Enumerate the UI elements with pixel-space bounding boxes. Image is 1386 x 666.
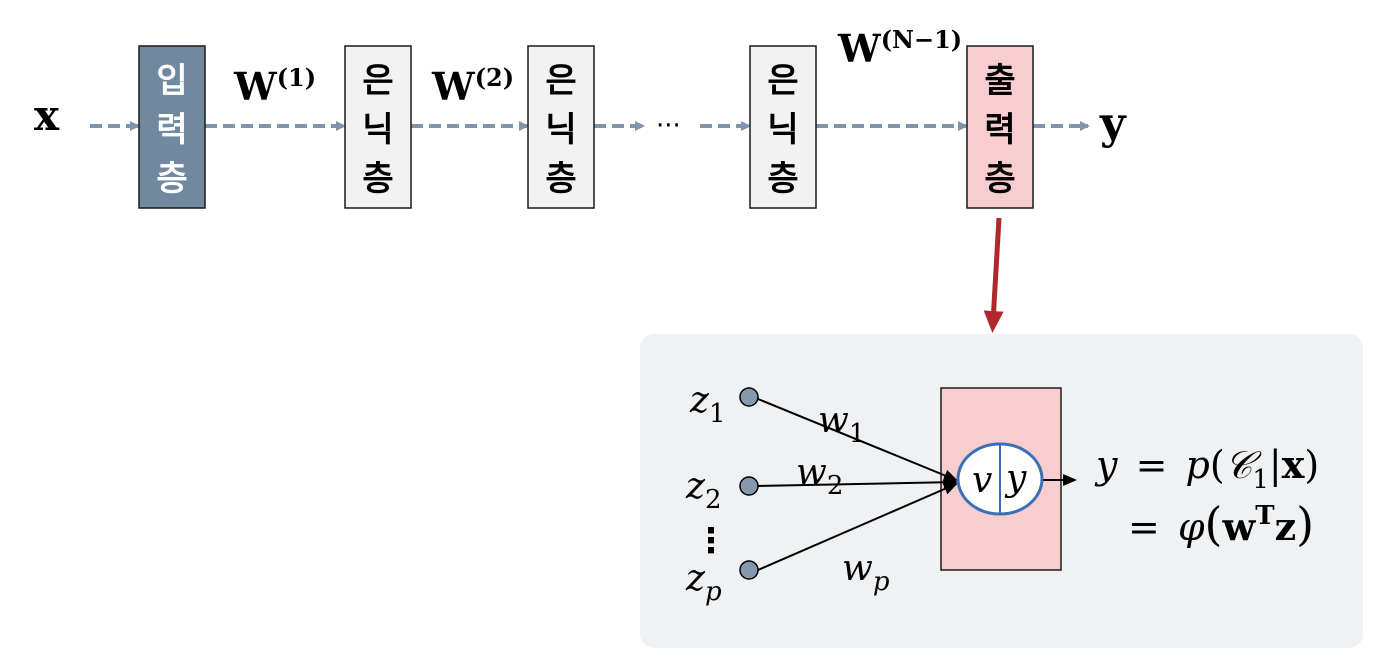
zp-sub: p: [705, 577, 722, 607]
hidden-layer-n-box: 은 닉 층: [749, 45, 817, 209]
w1-sub: 1: [849, 419, 866, 449]
weight-2-base: W: [431, 64, 476, 109]
hidden-layer-1-box: 은 닉 층: [344, 45, 412, 209]
input-node-z1: [739, 387, 759, 407]
zoom-down-arrow: [983, 217, 1004, 333]
eq1-close-paren: ): [1304, 443, 1319, 487]
input-layer-char-3: 층: [156, 159, 187, 199]
input-vdots: ⋮: [694, 521, 728, 561]
hidden-layer-2-char-2: 닉: [545, 110, 576, 150]
hidden-layer-n-char-1: 은: [767, 61, 798, 101]
hidden-layer-n-char-2: 닉: [767, 110, 798, 150]
detail-weight-w2: w2: [796, 452, 843, 501]
eq2-phi: φ: [1178, 505, 1205, 549]
connection-z2: [757, 476, 958, 489]
hidden-layer-n-char-3: 층: [767, 159, 798, 199]
weight-n-base: W: [837, 26, 882, 71]
weight-2-sup: (2): [475, 63, 514, 92]
hidden-layer-2-char-1: 은: [545, 61, 576, 101]
eq1-y: y: [1094, 443, 1118, 487]
eq2-equals: =: [1128, 505, 1160, 549]
input-node-zp: [739, 560, 759, 580]
equation-line-1: y = p(𝒞1|x): [1094, 442, 1319, 495]
weight-label-n: W(N−1): [837, 25, 962, 71]
output-layer-char-2: 력: [984, 110, 1015, 150]
output-layer-char-1: 출: [984, 61, 1015, 101]
hidden-layer-2-char-3: 층: [545, 159, 576, 199]
output-layer-box: 출 력 층: [966, 45, 1034, 209]
weight-n-sup: (N−1): [881, 25, 962, 54]
eq2-close-paren: ): [1296, 497, 1314, 551]
connection-zp: [757, 483, 958, 571]
input-label-z1: z1: [689, 380, 726, 429]
input-layer-char-1: 입: [156, 61, 187, 101]
eq2-transpose: T: [1255, 501, 1275, 531]
detail-weight-w1: w1: [818, 400, 865, 449]
hidden-layer-1-char-1: 은: [362, 61, 393, 101]
w1-base: w: [818, 400, 849, 441]
weight-1-base: W: [233, 64, 278, 109]
w2-base: w: [796, 452, 827, 493]
connection-z1: [757, 398, 958, 482]
wp-sub: p: [873, 567, 890, 597]
hidden-layer-2-box: 은 닉 층: [527, 45, 595, 209]
w2-sub: 2: [827, 471, 844, 501]
input-node-z2: [739, 476, 759, 496]
z1-base: z: [689, 380, 710, 421]
eq1-open-paren: (: [1210, 443, 1225, 487]
z2-base: z: [685, 466, 706, 507]
z2-sub: 2: [705, 485, 722, 515]
input-layer-char-2: 력: [156, 110, 187, 150]
eq1-equals: =: [1136, 443, 1168, 487]
hidden-layer-1-char-3: 층: [362, 159, 393, 199]
eq1-class-sub: 1: [1252, 465, 1269, 495]
z1-sub: 1: [709, 399, 726, 429]
detail-weight-wp: wp: [842, 548, 890, 597]
weight-1-sup: (1): [277, 63, 316, 92]
input-label-z2: z2: [685, 466, 722, 515]
layer-ellipsis: ···: [656, 111, 681, 141]
input-layer-box: 입 력 층: [138, 45, 206, 209]
eq1-p: p: [1186, 443, 1210, 487]
eq2-open-paren: (: [1205, 497, 1223, 551]
hidden-layer-1-char-2: 닉: [362, 110, 393, 150]
eq2-z: z: [1275, 504, 1297, 549]
zp-base: z: [685, 558, 706, 599]
neuron-y-label: y: [1004, 458, 1027, 499]
output-layer-char-3: 층: [984, 159, 1015, 199]
output-y-label: y: [1099, 98, 1127, 149]
wp-base: w: [842, 548, 873, 589]
weight-label-1: W(1): [233, 63, 316, 109]
eq1-bar: |: [1269, 443, 1282, 487]
connections: [757, 398, 1077, 571]
input-label-zp: zp: [685, 558, 722, 607]
equation-line-2: = φ(wTz): [1128, 497, 1314, 551]
weight-label-2: W(2): [431, 63, 514, 109]
neuron-v-label: v: [972, 460, 992, 501]
input-x-label: x: [34, 91, 60, 140]
eq2-w: w: [1222, 504, 1257, 549]
eq1-x: x: [1282, 442, 1305, 487]
